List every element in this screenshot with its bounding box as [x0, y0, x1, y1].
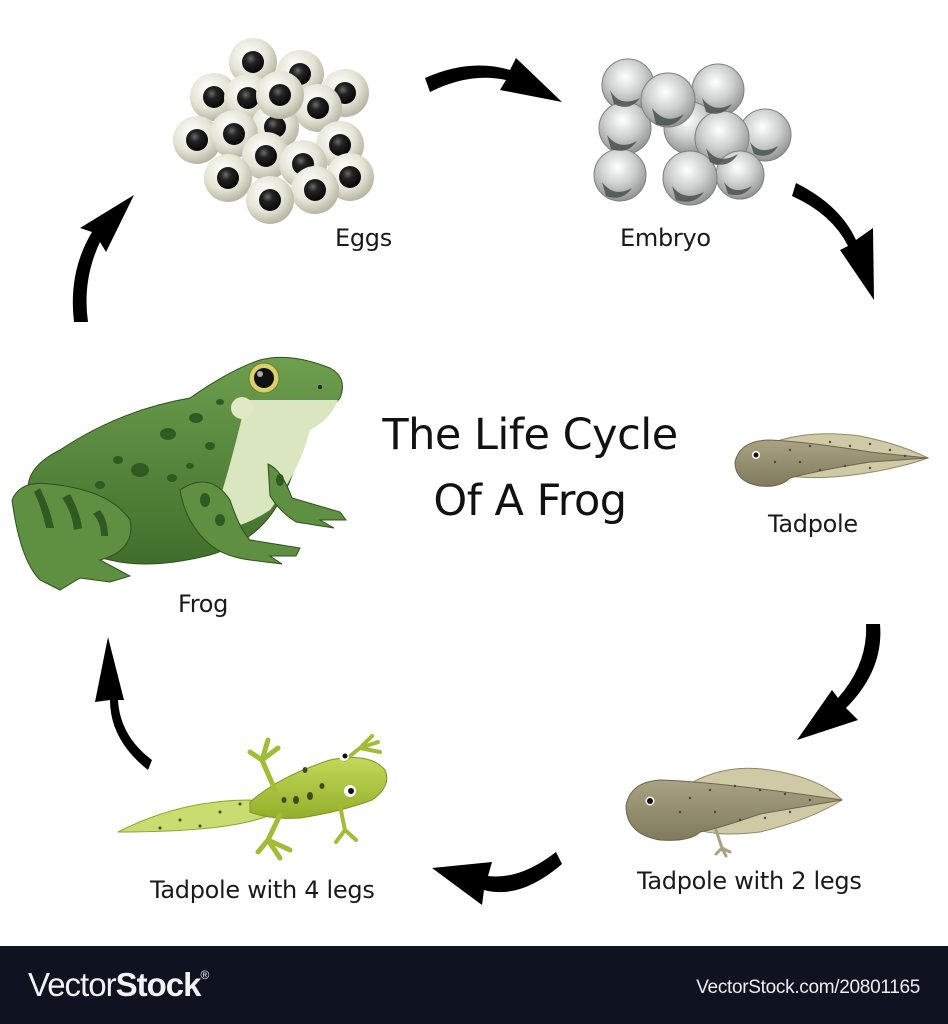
arrow-icon	[95, 637, 152, 770]
diagram-canvas: The Life Cycle Of A Frog Eggs Embryo Tad…	[11, 38, 930, 905]
title-line-1: The Life Cycle	[382, 410, 678, 460]
tadpole-illustration	[734, 433, 930, 487]
brand-bold-text: Stock	[115, 966, 202, 1003]
cycle-arrows	[72, 58, 881, 905]
image-url: VectorStock.com/20801165	[696, 977, 920, 998]
registered-mark: ®	[200, 968, 209, 982]
watermark-footer: VectorStock® VectorStock.com/20801165	[0, 946, 948, 1024]
page-title: The Life Cycle Of A Frog	[340, 402, 720, 534]
stage-label-eggs: Eggs	[335, 224, 392, 252]
life-cycle-illustration	[11, 38, 930, 905]
brand-light-text: Vector	[28, 966, 117, 1003]
arrow-icon	[797, 624, 881, 740]
frog-illustration	[11, 356, 347, 591]
arrow-icon	[72, 195, 134, 322]
vectorstock-logo: VectorStock®	[28, 966, 209, 1004]
tadpole-4-legs-illustration	[117, 734, 388, 861]
eggs-illustration	[173, 38, 374, 224]
arrow-icon	[425, 58, 562, 102]
title-line-2: Of A Frog	[433, 476, 627, 526]
stage-label-tadpole-2-legs: Tadpole with 2 legs	[637, 867, 862, 895]
stage-label-frog: Frog	[178, 590, 229, 618]
tadpole-2-legs-illustration	[625, 767, 843, 858]
stage-label-tadpole: Tadpole	[768, 510, 858, 538]
arrow-icon	[432, 852, 562, 905]
arrow-icon	[792, 183, 874, 300]
stage-label-embryo: Embryo	[620, 224, 711, 252]
stage-label-tadpole-4-legs: Tadpole with 4 legs	[150, 876, 375, 904]
embryo-illustration	[593, 58, 792, 206]
